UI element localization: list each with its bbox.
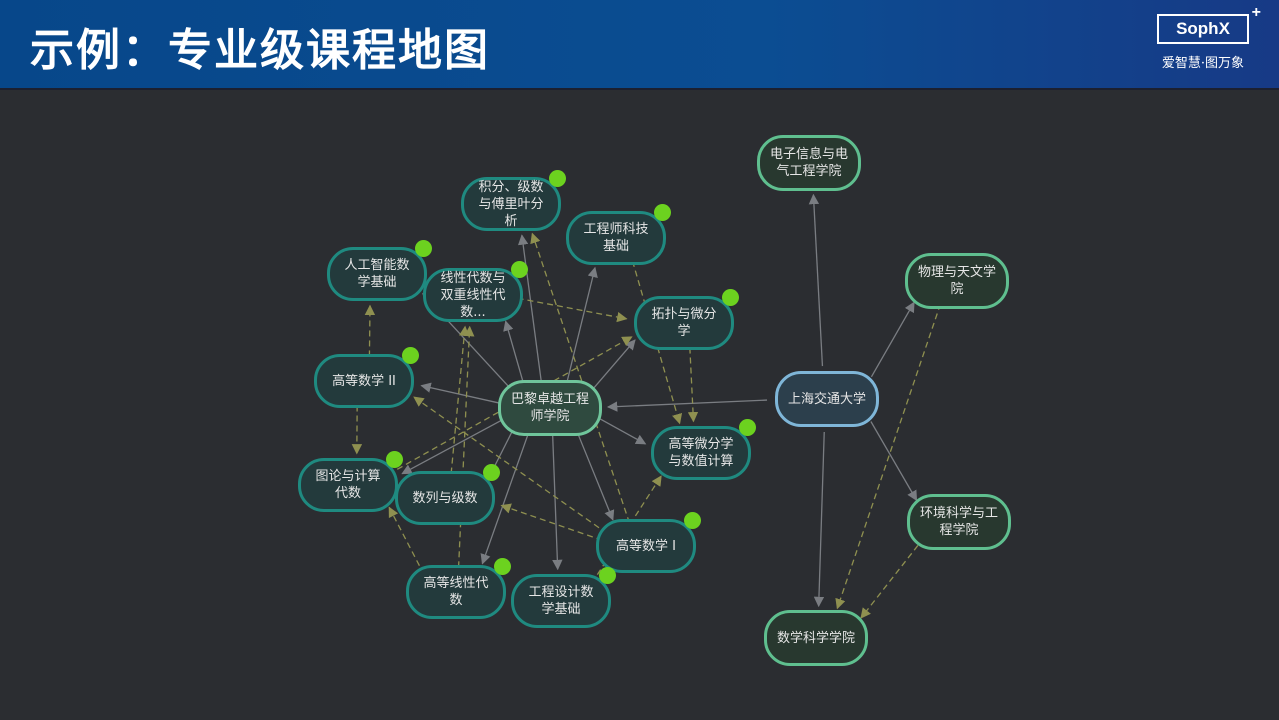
edge-sjtu-dzxx [808, 193, 824, 367]
node-gdwf[interactable]: 高等微分学与数值计算 [651, 419, 756, 480]
edge-tulun-tuopu [388, 336, 633, 475]
node-label: 图论与计算代数 [315, 469, 381, 501]
edge-gs2-rgzn [364, 304, 376, 357]
edge-hub-gs2 [420, 382, 506, 406]
edge-gs1-shulie [500, 503, 603, 541]
completed-dot-icon [483, 464, 500, 481]
node-label: 高等线性代数 [423, 576, 489, 608]
node-jifen[interactable]: 积分、级数与傅里叶分析 [461, 170, 566, 231]
logo-text: SophX [1176, 19, 1230, 38]
node-label: 高等数学 II [332, 373, 396, 389]
completed-dot-icon [654, 204, 671, 221]
edge-sjtu-huanjing [870, 421, 918, 502]
edge-hub-xxds [503, 320, 526, 388]
node-label: 线性代数与双重线性代数... [440, 270, 506, 320]
node-wuli[interactable]: 物理与天文学院 [905, 253, 1009, 309]
edge-gdxx-tulun [388, 506, 425, 575]
completed-dot-icon [415, 240, 432, 257]
node-hub[interactable]: 巴黎卓越工程师学院 [498, 380, 602, 436]
node-label: 人工智能数学基础 [344, 258, 410, 290]
completed-dot-icon [511, 261, 528, 278]
node-label: 高等微分学与数值计算 [668, 437, 734, 469]
edge-xxds-tuopu [517, 297, 628, 323]
logo-plus-icon: + [1251, 4, 1261, 21]
node-label: 物理与天文学院 [918, 265, 997, 297]
completed-dot-icon [739, 419, 756, 436]
completed-dot-icon [599, 567, 616, 584]
node-gs2[interactable]: 高等数学 II [314, 347, 419, 408]
node-dzxx[interactable]: 电子信息与电气工程学院 [757, 135, 861, 191]
node-shulie[interactable]: 数列与级数 [395, 464, 500, 525]
node-gcsj[interactable]: 工程设计数学基础 [511, 567, 616, 628]
completed-dot-icon [494, 558, 511, 575]
edge-hub-jifen [517, 234, 543, 384]
edge-hub-tulun [401, 416, 509, 475]
node-label: 上海交通大学 [788, 391, 867, 407]
edge-hub-tuopu [587, 339, 636, 396]
edge-hub-gcsj [551, 432, 563, 571]
edge-wuli-shuxue [835, 303, 942, 610]
edge-sjtu-shuxue [813, 431, 825, 608]
completed-dot-icon [386, 451, 403, 468]
edge-gs1-jifen [530, 232, 631, 524]
page-title: 示例：专业级课程地图 [30, 25, 490, 76]
sophx-logo: SophX + 爱智慧·图万象 [1157, 4, 1261, 71]
node-sjtu[interactable]: 上海交通大学 [775, 371, 879, 427]
node-label: 高等数学 I [616, 538, 676, 554]
node-label: 工程师科技基础 [583, 222, 649, 254]
node-label: 巴黎卓越工程师学院 [511, 392, 590, 424]
edge-hub-gdwf [592, 414, 647, 445]
completed-dot-icon [722, 289, 739, 306]
node-tuopu[interactable]: 拓扑与微分学 [634, 289, 739, 350]
edge-hub-gdxx [480, 429, 531, 565]
completed-dot-icon [549, 170, 566, 187]
edge-gdxx-xxds [457, 325, 475, 568]
edge-sjtu-hub [606, 399, 768, 412]
node-tulun[interactable]: 图论与计算代数 [298, 451, 403, 512]
logo-slogan: 爱智慧·图万象 [1161, 56, 1245, 71]
header-bar: 示例：专业级课程地图 SophX + 爱智慧·图万象 [0, 0, 1279, 90]
node-huanjing[interactable]: 环境科学与工程学院 [907, 494, 1011, 550]
logo-box: SophX + [1157, 4, 1261, 44]
node-xxds[interactable]: 线性代数与双重线性代数... [423, 261, 528, 322]
node-label: 电子信息与电气工程学院 [770, 147, 849, 179]
node-label: 拓扑与微分学 [651, 307, 717, 339]
edge-huanjing-shuxue [860, 537, 925, 619]
node-label: 工程设计数学基础 [528, 585, 594, 617]
node-rgzn[interactable]: 人工智能数学基础 [327, 240, 432, 301]
node-gs1[interactable]: 高等数学 I [596, 512, 701, 573]
edge-hub-gs1 [575, 428, 615, 521]
node-gcskj[interactable]: 工程师科技基础 [566, 204, 671, 265]
completed-dot-icon [684, 512, 701, 529]
edge-tuopu-gdwf [687, 347, 699, 423]
edge-hub-gcskj [565, 266, 598, 386]
node-label: 数学科学学院 [777, 630, 856, 646]
edge-sjtu-wuli [870, 301, 915, 378]
completed-dot-icon [402, 347, 419, 364]
node-label: 积分、级数与傅里叶分析 [478, 179, 544, 229]
edge-shulie-xxds [450, 325, 470, 474]
node-shuxue[interactable]: 数学科学学院 [764, 610, 868, 666]
node-gdxx[interactable]: 高等线性代数 [406, 558, 511, 619]
node-label: 环境科学与工程学院 [920, 506, 999, 538]
node-label: 数列与级数 [412, 490, 478, 506]
